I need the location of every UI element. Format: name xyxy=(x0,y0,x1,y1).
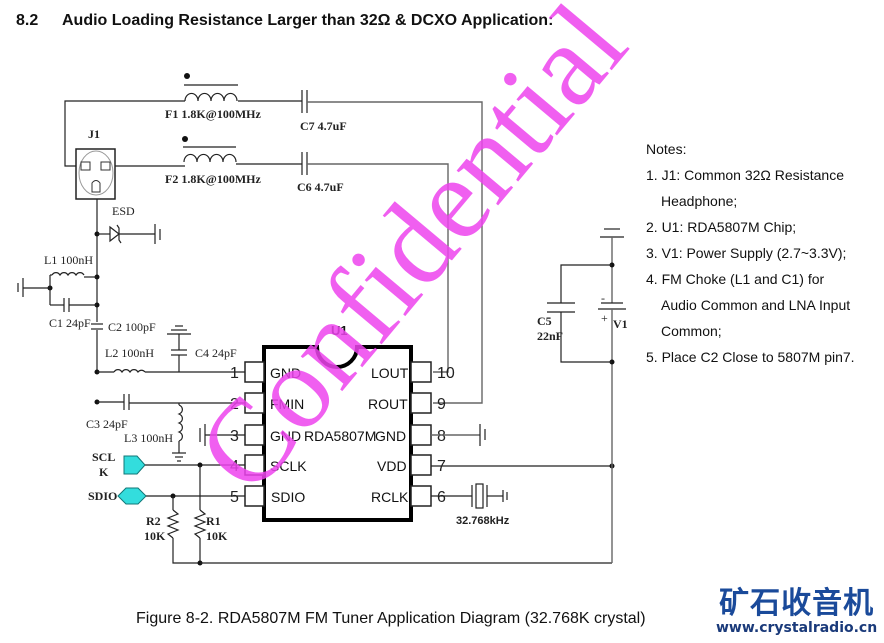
sclk-port-label-2: K xyxy=(99,465,109,479)
chip-u1 xyxy=(244,345,432,522)
brand-name: 矿石收音机 xyxy=(719,586,875,621)
note-4-cont-1: Audio Common and LNA Input xyxy=(661,297,851,313)
c6-label: C6 4.7uF xyxy=(297,180,344,194)
ferrite-f1-icon xyxy=(184,73,238,102)
capacitor-c2-icon xyxy=(91,322,103,330)
pin-5-name: SDIO xyxy=(271,489,305,505)
pin-2-name: FMIN xyxy=(270,396,304,412)
esd-diode-icon xyxy=(97,224,161,244)
pin-5-number: 5 xyxy=(230,489,239,506)
chip-ref-label: U1 xyxy=(331,323,348,338)
right-audio-path xyxy=(115,136,449,373)
pin-2-number: 2 xyxy=(230,396,239,413)
l2-label: L2 100nH xyxy=(105,346,154,360)
c2-label: C2 100pF xyxy=(108,320,156,334)
v1-minus: - xyxy=(601,291,605,305)
section-heading: 8.2 Audio Loading Resistance Larger than … xyxy=(16,12,553,30)
headphone-jack-j1-icon xyxy=(75,148,116,200)
sclk-port[interactable] xyxy=(123,455,146,475)
sdio-port[interactable] xyxy=(117,487,147,505)
l1-label: L1 100nH xyxy=(44,253,93,267)
resistor-r2-icon xyxy=(166,496,200,564)
figure-caption: Figure 8-2. RDA5807M FM Tuner Applicatio… xyxy=(136,610,646,627)
r1-name: R1 xyxy=(206,514,221,528)
c7-label: C7 4.7uF xyxy=(300,119,347,133)
c1-label: C1 24pF xyxy=(49,316,91,330)
pin-8-name: GND xyxy=(375,428,406,444)
sdio-port-label: SDIO xyxy=(88,489,117,503)
c3-label: C3 24pF xyxy=(86,417,128,431)
v1-label: V1 xyxy=(613,317,628,331)
notes-title: Notes: xyxy=(646,141,687,157)
brand-url[interactable]: www.crystalradio.cn xyxy=(716,620,878,636)
pin-4-name: SCLK xyxy=(270,458,307,474)
right-pin-boxes xyxy=(410,361,432,507)
brand-logo[interactable]: 矿石收音机 www.crystalradio.cn xyxy=(716,578,877,636)
pin-1-number: 1 xyxy=(230,365,239,382)
power-supply-v1 xyxy=(598,228,626,563)
left-audio-path xyxy=(64,73,483,404)
note-3: 3. V1: Power Supply (2.7~3.3V); xyxy=(646,245,847,261)
left-pin-boxes xyxy=(244,361,265,507)
pin-8-number: 8 xyxy=(437,428,446,445)
pin-9-number: 9 xyxy=(437,396,446,413)
ferrite-f2-icon xyxy=(182,136,237,163)
note-4: 4. FM Choke (L1 and C1) for xyxy=(646,271,825,287)
sclk-port-label-1: SCL xyxy=(92,450,115,464)
note-1-cont: Headphone; xyxy=(661,193,738,209)
f2-label: F2 1.8K@100MHz xyxy=(165,172,261,186)
l3-label: L3 100nH xyxy=(124,431,173,445)
crystal-icon xyxy=(431,483,508,509)
note-2: 2. U1: RDA5807M Chip; xyxy=(646,219,797,235)
chip-part-label: RDA5807M xyxy=(304,428,376,444)
capacitor-c6-icon xyxy=(301,152,308,175)
pin3-ground-icon xyxy=(199,424,245,446)
c5-value: 22nF xyxy=(537,329,563,343)
note-4-cont-2: Common; xyxy=(661,323,722,339)
r2-name: R2 xyxy=(146,514,161,528)
pin-6-number: 6 xyxy=(437,489,446,506)
crystal-label: 32.768kHz xyxy=(456,515,510,527)
esd-label: ESD xyxy=(112,204,135,218)
v1-plus: + xyxy=(601,311,608,325)
pin-9-name: ROUT xyxy=(368,396,408,412)
c4-label: C4 24pF xyxy=(195,346,237,360)
pin-4-number: 4 xyxy=(230,458,239,475)
r2-value: 10K xyxy=(144,529,166,543)
pin-6-name: RCLK xyxy=(371,489,409,505)
fm-choke-l1-c1 xyxy=(17,272,100,312)
pin-1-name: GND xyxy=(270,365,301,381)
c3-l3-network xyxy=(94,394,245,462)
notes-panel: Notes: 1. J1: Common 32Ω Resistance Head… xyxy=(646,136,855,370)
pin-3-number: 3 xyxy=(230,428,239,445)
resistor-r1-icon xyxy=(193,465,207,563)
pin-10-name: LOUT xyxy=(371,365,409,381)
r1-value: 10K xyxy=(206,529,228,543)
pin-7-name: VDD xyxy=(377,458,407,474)
capacitor-c7-icon xyxy=(301,90,308,113)
capacitor-c5-icon xyxy=(547,264,612,363)
section-number: 8.2 xyxy=(16,12,39,29)
pin-3-name: GND xyxy=(270,428,301,444)
note-1: 1. J1: Common 32Ω Resistance xyxy=(646,167,844,183)
l2-c4-network xyxy=(94,325,245,375)
section-title: Audio Loading Resistance Larger than 32Ω… xyxy=(62,12,554,29)
pin8-ground-icon xyxy=(431,424,486,446)
j1-label: J1 xyxy=(88,127,100,141)
note-5: 5. Place C2 Close to 5807M pin7. xyxy=(646,349,855,365)
f1-label: F1 1.8K@100MHz xyxy=(165,107,261,121)
c5-name: C5 xyxy=(537,314,552,328)
pin-10-number: 10 xyxy=(437,365,455,382)
